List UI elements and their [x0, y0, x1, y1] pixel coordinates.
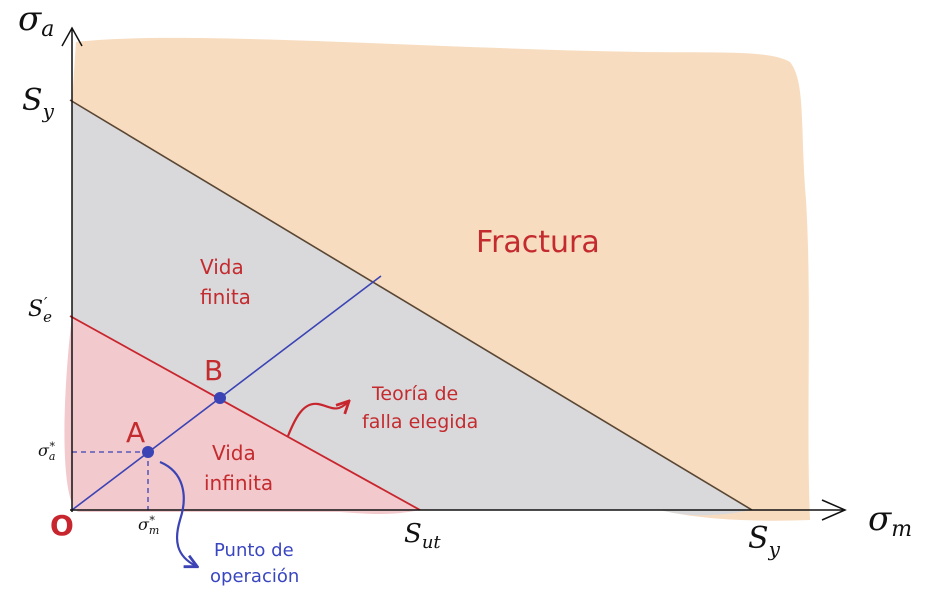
teoria-label-2: falla elegida [362, 411, 478, 433]
y-axis-label: σa [18, 0, 54, 42]
sigma-m-star-label: σm* [138, 514, 159, 537]
vida-finita-label-1: Vida [200, 255, 244, 279]
y-axis-arrow [61, 26, 83, 47]
punto-label-2: operación [210, 566, 299, 587]
sy-left-label: Sy [22, 83, 55, 123]
failure-theory-line [69, 315, 421, 511]
point-b-label: B [204, 354, 223, 387]
point-b-marker [214, 392, 226, 404]
sut-label: Sut [404, 519, 441, 553]
fractura-region [72, 37, 810, 521]
teoria-label-1: Teoría de [371, 383, 458, 405]
point-a-marker [142, 446, 154, 458]
origin-label: O [50, 509, 74, 542]
yield-line [69, 99, 753, 511]
teoria-arrow-icon [286, 402, 348, 437]
sy-bottom-label: Sy [748, 521, 781, 561]
punto-arrow-icon [159, 460, 196, 566]
fractura-label: Fractura [476, 225, 600, 260]
sigma-a-star-label: σa* [38, 440, 55, 463]
vida-infinita-label-1: Vida [212, 441, 256, 465]
vida-infinita-label-2: infinita [204, 471, 273, 495]
point-a-label: A [126, 416, 145, 449]
punto-label-1: Punto de [214, 540, 294, 561]
vida-infinita-region [64, 316, 421, 514]
x-axis-arrow [821, 499, 847, 521]
vida-finita-label-2: finita [200, 285, 251, 309]
load-line [71, 275, 382, 511]
se-prime-label: Se′ [28, 294, 52, 326]
x-axis-label: σm [868, 499, 912, 542]
